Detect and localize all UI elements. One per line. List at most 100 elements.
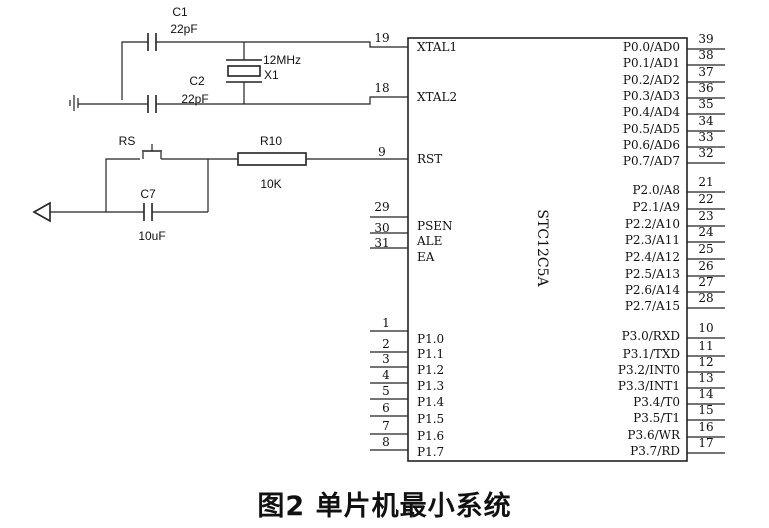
figure-caption: 图2 单片机最小系统	[257, 491, 512, 522]
pin-label-p3-2-int0: P3.2/INT0	[618, 363, 680, 377]
pin-label-p3-1-txd: P3.1/TXD	[623, 347, 680, 361]
pin-number-13: 13	[698, 371, 713, 385]
pin-number-36: 36	[698, 81, 713, 95]
pin-number-15: 15	[698, 403, 713, 417]
pin-number-33: 33	[698, 130, 713, 144]
pin-number-6: 6	[382, 401, 390, 415]
chip-body	[407, 37, 688, 462]
c1-name: C1	[172, 5, 188, 19]
pin-label-p0-6-ad6: P0.6/AD6	[623, 138, 680, 152]
pin-number-17: 17	[698, 436, 713, 450]
pin-label-p1-6: P1.6	[417, 429, 444, 443]
pin-number-32: 32	[698, 146, 713, 160]
pin-number-10: 10	[698, 321, 713, 335]
x1-value: 12MHz	[263, 53, 301, 67]
pin-number-11: 11	[698, 339, 713, 353]
pin-number-12: 12	[698, 355, 713, 369]
pin-number-26: 26	[698, 259, 713, 273]
c7-name: C7	[140, 187, 156, 201]
pin-label-p0-5-ad5: P0.5/AD5	[623, 122, 680, 136]
pin-label-p2-5-a13: P2.5/A13	[625, 267, 680, 281]
pin-label-p3-5-t1: P3.5/T1	[633, 411, 680, 425]
pin-number-25: 25	[698, 242, 713, 256]
pin-number-24: 24	[698, 225, 714, 239]
c7-value: 10uF	[138, 229, 165, 243]
pin-label-p1-7: P1.7	[417, 445, 444, 459]
x1-name: X1	[264, 68, 279, 82]
pin-number-28: 28	[698, 291, 713, 305]
pin-label-psen: PSEN	[417, 219, 453, 233]
pin-label-p1-2: P1.2	[417, 363, 444, 377]
pin-label-p3-4-t0: P3.4/T0	[633, 395, 680, 409]
pin-label-xtal2: XTAL2	[417, 90, 457, 104]
rs-left-wire	[105, 158, 140, 212]
pin-label-p0-1-ad1: P0.1/AD1	[623, 56, 680, 70]
c1-left-wire	[121, 41, 148, 100]
c2-value: 22pF	[181, 92, 208, 106]
pin-label-p1-5: P1.5	[417, 412, 444, 426]
c2-name: C2	[189, 74, 205, 88]
pin-number-1: 1	[382, 316, 390, 330]
pin-number-14: 14	[698, 387, 714, 401]
pin-number-2: 2	[382, 337, 390, 351]
pin-label-p3-7-rd: P3.7/RD	[630, 444, 680, 458]
pin-number-8: 8	[382, 435, 390, 449]
resistor-r10	[237, 152, 307, 166]
pin-number-23: 23	[698, 209, 713, 223]
pin-label-p2-1-a9: P2.1/A9	[632, 200, 680, 214]
pin-number-34: 34	[698, 114, 714, 128]
pin-label-p1-0: P1.0	[417, 332, 444, 346]
pin-label-p2-6-a14: P2.6/A14	[625, 283, 681, 297]
pin-label-p1-1: P1.1	[417, 347, 444, 361]
pin-label-p3-3-int1: P3.3/INT1	[618, 379, 680, 393]
pin-label-p3-0-rxd: P3.0/RXD	[622, 329, 680, 343]
pin-label-ea: EA	[417, 250, 435, 264]
pin-label-rst: RST	[417, 152, 442, 166]
pin-label-p2-2-a10: P2.2/A10	[625, 217, 680, 231]
pin-number-22: 22	[698, 192, 713, 206]
pin-number-27: 27	[698, 275, 713, 289]
pin-number-9: 9	[378, 145, 386, 159]
pin-label-p2-0-a8: P2.0/A8	[632, 183, 680, 197]
pin-number-5: 5	[382, 384, 390, 398]
pin-number-37: 37	[698, 65, 713, 79]
pin-number-35: 35	[698, 97, 713, 111]
pin-number-3: 3	[382, 352, 390, 366]
r10-value: 10K	[260, 177, 281, 191]
crystal-x1	[227, 65, 261, 77]
pin-number-38: 38	[698, 48, 713, 62]
pin-label-p1-3: P1.3	[417, 379, 444, 393]
pin-number-29: 29	[374, 200, 389, 214]
chip-name: STC12C5A	[534, 209, 550, 287]
xtal1-wire	[156, 41, 408, 48]
pin-number-31: 31	[374, 236, 389, 250]
pin-label-xtal1: XTAL1	[417, 40, 457, 54]
pin-label-p1-4: P1.4	[417, 395, 445, 409]
pin-number-18: 18	[374, 81, 389, 95]
pin-number-16: 16	[698, 420, 713, 434]
pin-number-21: 21	[698, 175, 713, 189]
pin-number-4: 4	[382, 368, 390, 382]
pin-label-p2-4-a12: P2.4/A12	[625, 250, 680, 264]
pin-label-p2-7-a15: P2.7/A15	[625, 299, 680, 313]
pin-number-7: 7	[382, 419, 390, 433]
pin-label-p0-7-ad7: P0.7/AD7	[623, 154, 680, 168]
pin-label-p2-3-a11: P2.3/A11	[625, 233, 680, 247]
pin-label-ale: ALE	[416, 234, 442, 248]
pin-label-p0-2-ad2: P0.2/AD2	[623, 73, 680, 87]
r10-name: R10	[260, 134, 282, 148]
pin-label-p0-0-ad0: P0.0/AD0	[623, 40, 680, 54]
pin-label-p0-4-ad4: P0.4/AD4	[623, 105, 680, 119]
pin-number-30: 30	[374, 221, 389, 235]
rs-name: RS	[119, 134, 136, 148]
c1-value: 22pF	[170, 22, 197, 36]
pin-label-p0-3-ad3: P0.3/AD3	[623, 89, 680, 103]
xtal2-wire	[156, 96, 408, 105]
power-terminal-icon	[32, 201, 51, 223]
pin-number-19: 19	[374, 31, 389, 45]
pin-number-39: 39	[698, 32, 713, 46]
pin-label-p3-6-wr: P3.6/WR	[627, 428, 681, 442]
